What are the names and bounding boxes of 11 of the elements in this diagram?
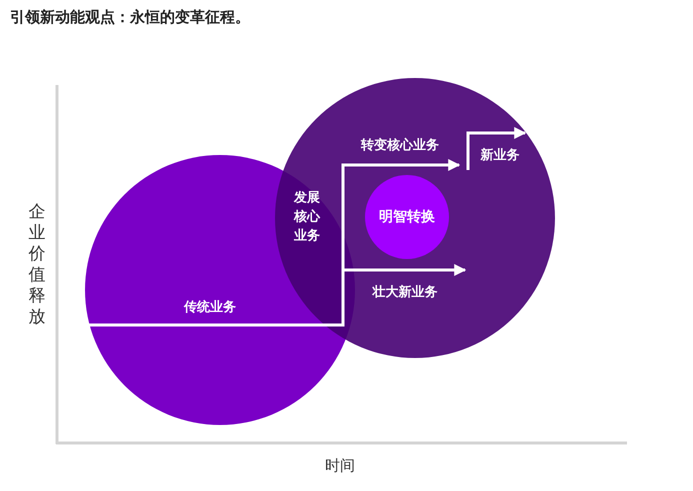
circle-label: 明智转换 [379, 208, 435, 226]
path-label: 转变核心业务 [361, 136, 439, 154]
path-label: 壮大新业务 [372, 284, 438, 301]
path-label: 发展核心业务 [293, 190, 321, 246]
y-axis-label: 企业价值释放 [28, 202, 46, 328]
transition-circle [365, 175, 449, 259]
title: 引领新动能观点：永恒的变革征程。 [10, 8, 250, 27]
phase-circle [275, 78, 555, 358]
x-axis-label: 时间 [325, 456, 355, 476]
path-label: 传统业务 [184, 298, 236, 316]
path-label: 新业务 [480, 146, 520, 164]
